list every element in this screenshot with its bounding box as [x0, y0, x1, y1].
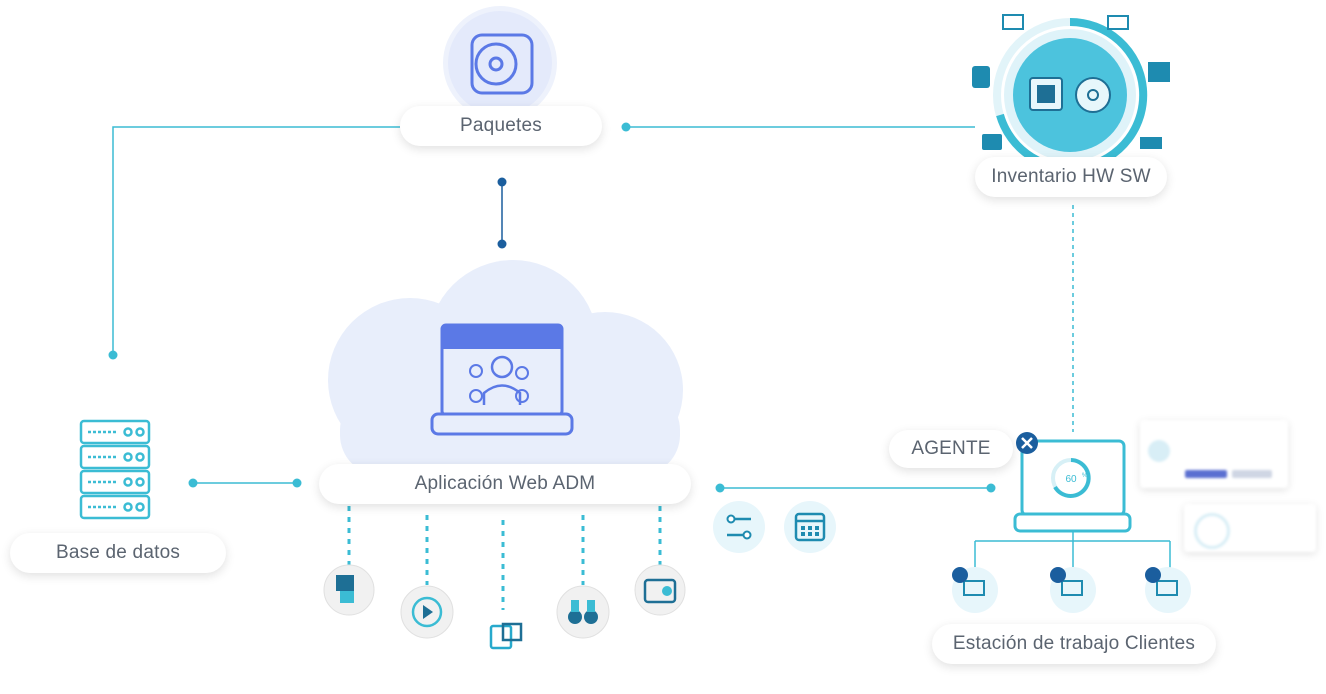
paquetes-icon: [443, 6, 557, 120]
line-paquetes-basedatos: [112, 126, 400, 355]
node-paquetes[interactable]: Paquetes: [400, 106, 602, 146]
agent-gauge-value: 60: [1065, 474, 1077, 485]
database-server-icon: [79, 419, 151, 520]
module-icons: [323, 564, 686, 650]
connector-dots: [108, 122, 996, 493]
node-base-datos[interactable]: Base de datos: [10, 533, 226, 573]
connectors: [112, 126, 1171, 570]
admin-laptop-icon: [430, 323, 574, 436]
node-estacion[interactable]: Estación de trabajo Clientes: [932, 624, 1216, 664]
agent-info-panel: [1140, 420, 1288, 488]
node-aplicacion[interactable]: Aplicación Web ADM: [319, 464, 691, 504]
client-workstation-icons: [952, 567, 1191, 613]
agent-laptop-icon: [1013, 432, 1132, 533]
node-inventario[interactable]: Inventario HW SW: [975, 157, 1167, 197]
agent-tools-icons: [713, 501, 836, 553]
module-drops: [347, 506, 662, 610]
agent-gauge-unit: %: [1082, 473, 1088, 479]
inventario-icon: [972, 14, 1170, 172]
node-agente[interactable]: AGENTE: [889, 430, 1013, 468]
agent-status-panel: [1184, 504, 1316, 552]
